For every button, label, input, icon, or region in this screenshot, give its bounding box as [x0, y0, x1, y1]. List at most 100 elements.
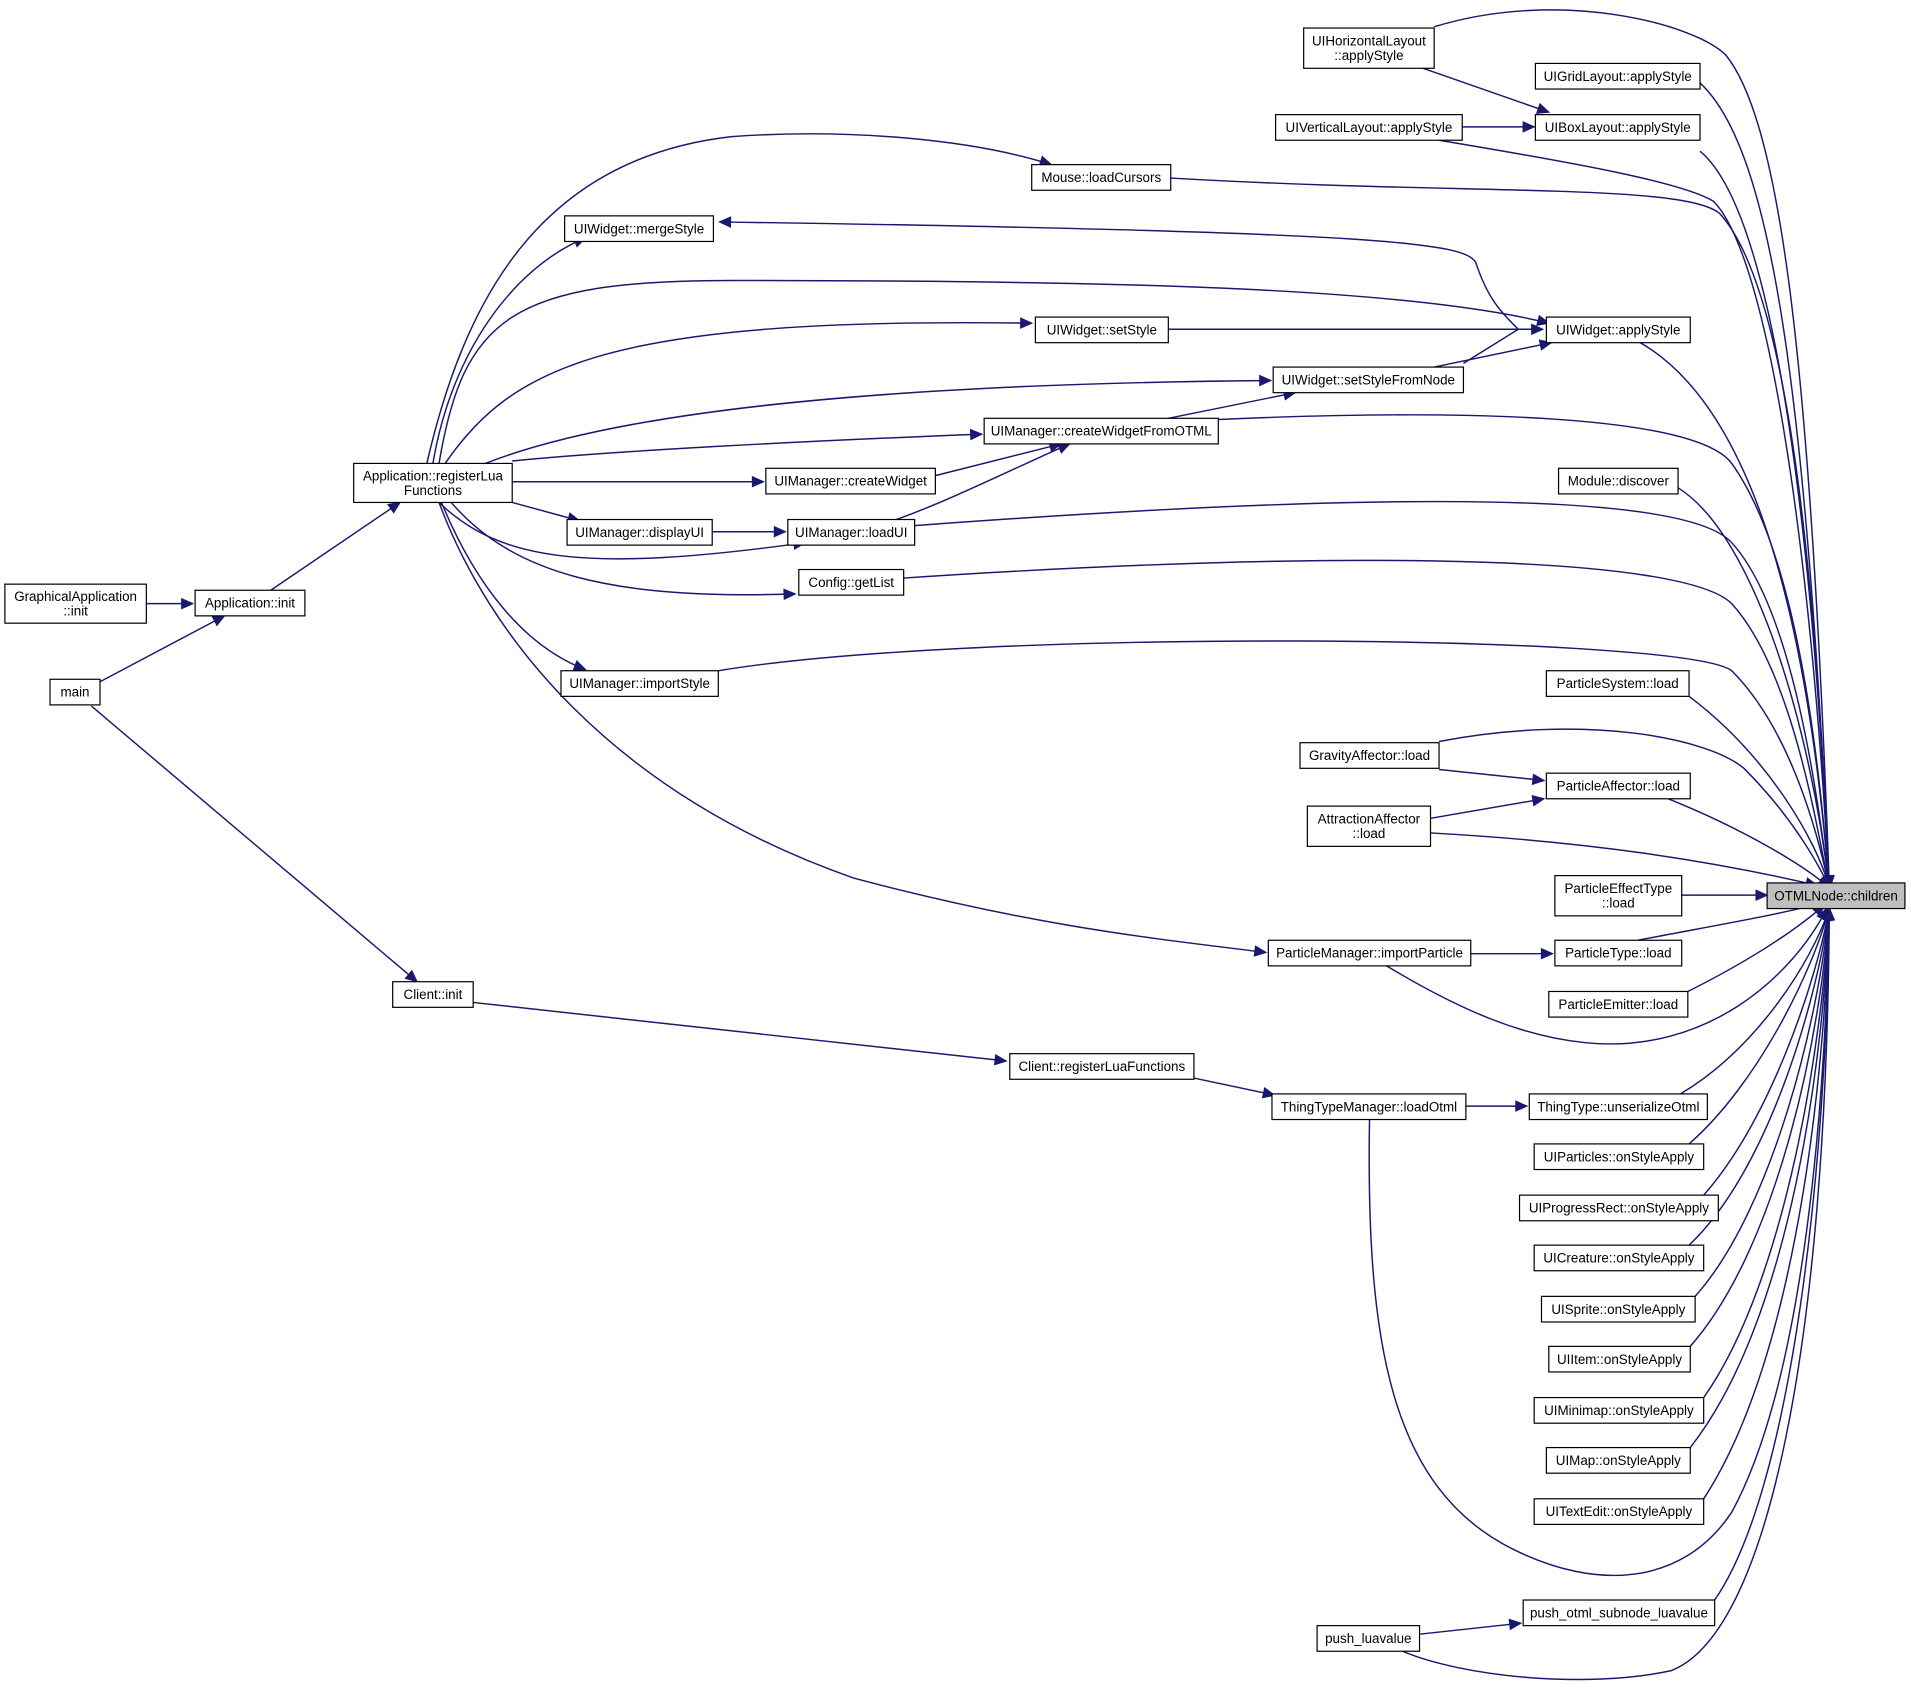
node-label: UIWidget::mergeStyle: [574, 221, 704, 236]
call-edge: [1668, 798, 1830, 889]
node-setstyle[interactable]: UIWidget::setStyle: [1034, 316, 1169, 344]
node-box: [1548, 1345, 1691, 1373]
node-gravity[interactable]: GravityAffector::load: [1299, 742, 1440, 769]
node-label: UIBoxLayout::applyStyle: [1545, 120, 1691, 135]
node-box: [1528, 1093, 1708, 1121]
call-edge: [1438, 139, 1831, 888]
call-edge: [1168, 391, 1296, 420]
node-uiprogress[interactable]: UIProgressRect::onStyleApply: [1518, 1194, 1719, 1222]
call-edge: [440, 502, 586, 671]
node-ttunser[interactable]: ThingType::unserializeOtml: [1528, 1093, 1708, 1121]
call-edge: [1419, 1622, 1521, 1635]
call-edge: [1699, 82, 1831, 888]
node-label: UIWidget::applyStyle: [1556, 322, 1680, 337]
call-edge: [896, 443, 1070, 521]
call-edge: [1218, 414, 1831, 888]
node-setstylefromnode[interactable]: UIWidget::setStyleFromNode: [1272, 366, 1465, 394]
call-edge: [718, 640, 1831, 888]
node-label: push_otml_subnode_luavalue: [1530, 1605, 1708, 1620]
node-box: [787, 518, 916, 546]
node-displayui[interactable]: UIManager::displayUI: [566, 518, 713, 546]
node-label: Config::getList: [808, 575, 894, 590]
call-edge: [512, 433, 982, 462]
arrowhead-icon: [1056, 443, 1071, 454]
node-box: [1299, 742, 1440, 769]
node-label: GraphicalApplication: [14, 589, 137, 604]
node-appinit[interactable]: Application::init: [194, 589, 306, 617]
node-createfromotml[interactable]: UIManager::createWidgetFromOTML: [983, 417, 1219, 445]
call-edge: [1699, 150, 1831, 888]
node-box: [1557, 467, 1679, 495]
node-hlayout[interactable]: UIHorizontalLayout::applyStyle: [1303, 27, 1435, 69]
node-createwidget[interactable]: UIManager::createWidget: [765, 467, 936, 495]
node-mergestyle[interactable]: UIWidget::mergeStyle: [564, 215, 715, 243]
call-edge: [914, 500, 1831, 888]
arrowhead-icon: [718, 216, 732, 228]
node-label: OTMLNode::children: [1774, 888, 1898, 903]
node-psysload[interactable]: ParticleSystem::load: [1545, 670, 1690, 697]
node-paffector[interactable]: ParticleAffector::load: [1545, 772, 1691, 800]
call-edge: [1688, 695, 1830, 889]
node-box: [1316, 1625, 1421, 1652]
call-edge: [1689, 908, 1831, 1449]
node-getlist[interactable]: Config::getList: [798, 568, 905, 596]
node-graphinit[interactable]: GraphicalApplication::init: [4, 583, 147, 624]
node-importparticle[interactable]: ParticleManager::importParticle: [1267, 939, 1472, 967]
node-box: [1034, 316, 1169, 344]
node-box: [566, 518, 713, 546]
node-box: [353, 462, 513, 504]
arrowhead-icon: [751, 475, 765, 488]
call-edge: [99, 615, 225, 683]
call-edge: [1639, 342, 1831, 888]
node-box: [1271, 1093, 1467, 1121]
node-main[interactable]: main: [49, 678, 101, 706]
node-importstyle[interactable]: UIManager::importStyle: [560, 670, 719, 697]
node-box: [1534, 114, 1701, 141]
node-wapplystyle[interactable]: UIWidget::applyStyle: [1545, 316, 1691, 344]
node-gridlayout[interactable]: UIGridLayout::applyStyle: [1534, 62, 1701, 90]
node-label: Module::discover: [1568, 474, 1670, 489]
node-uitextedit[interactable]: UITextEdit::onStyleApply: [1533, 1498, 1705, 1526]
arrowhead-icon: [1755, 889, 1769, 901]
arrowhead-icon: [1531, 773, 1546, 786]
node-pemitter[interactable]: ParticleEmitter::load: [1548, 990, 1689, 1018]
node-uiparticles[interactable]: UIParticles::onStyleApply: [1533, 1143, 1705, 1171]
arrowhead-icon: [1253, 945, 1268, 957]
node-ptype[interactable]: ParticleType::load: [1554, 939, 1683, 967]
node-uimap[interactable]: UIMap::onStyleApply: [1545, 1446, 1691, 1474]
node-uicreature[interactable]: UICreature::onStyleApply: [1533, 1244, 1705, 1272]
node-target[interactable]: OTMLNode::children: [1766, 882, 1906, 910]
node-pushlua[interactable]: push_luavalue: [1316, 1625, 1421, 1652]
node-label: UIGridLayout::applyStyle: [1544, 69, 1692, 84]
call-edge: [1433, 9, 1831, 887]
node-peffect[interactable]: ParticleEffectType::load: [1554, 875, 1683, 917]
node-ttmload[interactable]: ThingTypeManager::loadOtml: [1271, 1093, 1467, 1121]
call-edge: [432, 237, 586, 464]
arrowhead-icon: [572, 659, 587, 671]
call-edge: [1170, 177, 1831, 888]
node-label: ParticleSystem::load: [1557, 676, 1679, 691]
node-label: Application::registerLua: [363, 468, 503, 483]
node-boxlayout[interactable]: UIBoxLayout::applyStyle: [1534, 114, 1701, 141]
node-uiminimap[interactable]: UIMinimap::onStyleApply: [1533, 1396, 1705, 1424]
node-label: main: [60, 685, 89, 700]
node-label: ParticleType::load: [1565, 946, 1671, 961]
node-box: [1031, 164, 1172, 191]
node-uiitem[interactable]: UIItem::onStyleApply: [1548, 1345, 1691, 1373]
node-attraction[interactable]: AttractionAffector::load: [1306, 805, 1432, 847]
node-loadui[interactable]: UIManager::loadUI: [787, 518, 916, 546]
node-appreg[interactable]: Application::registerLuaFunctions: [353, 462, 513, 504]
node-mouse[interactable]: Mouse::loadCursors: [1031, 164, 1172, 191]
call-edge: [512, 501, 580, 522]
node-vlayout[interactable]: UIVerticalLayout::applyStyle: [1275, 114, 1463, 141]
node-label: UIHorizontalLayout: [1312, 34, 1426, 49]
node-box: [1545, 316, 1691, 344]
node-uisprite[interactable]: UISprite::onStyleApply: [1540, 1295, 1696, 1323]
node-clientreg[interactable]: Client::registerLuaFunctions: [1009, 1053, 1195, 1080]
node-label: UIMinimap::onStyleApply: [1544, 1403, 1694, 1418]
node-pushsub[interactable]: push_otml_subnode_luavalue: [1522, 1599, 1716, 1627]
node-modulediscover[interactable]: Module::discover: [1557, 467, 1679, 495]
call-edge: [1703, 908, 1831, 1399]
node-clientinit[interactable]: Client::init: [392, 981, 474, 1008]
arrowhead-icon: [387, 501, 402, 514]
